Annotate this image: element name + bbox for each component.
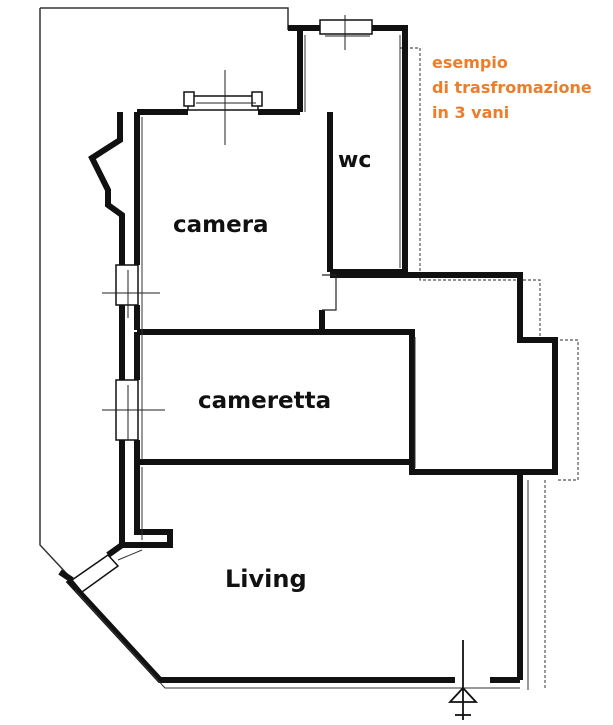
right-terrace-outline — [400, 47, 579, 690]
room-label-wc: wc — [338, 148, 372, 173]
note-line-3: in 3 vani — [432, 103, 510, 122]
doors — [322, 274, 337, 311]
note-line-2: di trasfromazione — [432, 78, 592, 97]
windows — [70, 19, 373, 594]
room-label-cameretta: cameretta — [198, 388, 332, 414]
room-label-camera: camera — [173, 212, 269, 238]
room-label-living: Living — [225, 565, 307, 593]
walls — [58, 25, 558, 683]
note-line-1: esempio — [432, 53, 508, 72]
wall-linings — [74, 35, 529, 690]
outer-terrace-outline — [39, 7, 289, 576]
window-marks — [102, 15, 370, 440]
entrance-arrow-icon — [447, 640, 479, 720]
